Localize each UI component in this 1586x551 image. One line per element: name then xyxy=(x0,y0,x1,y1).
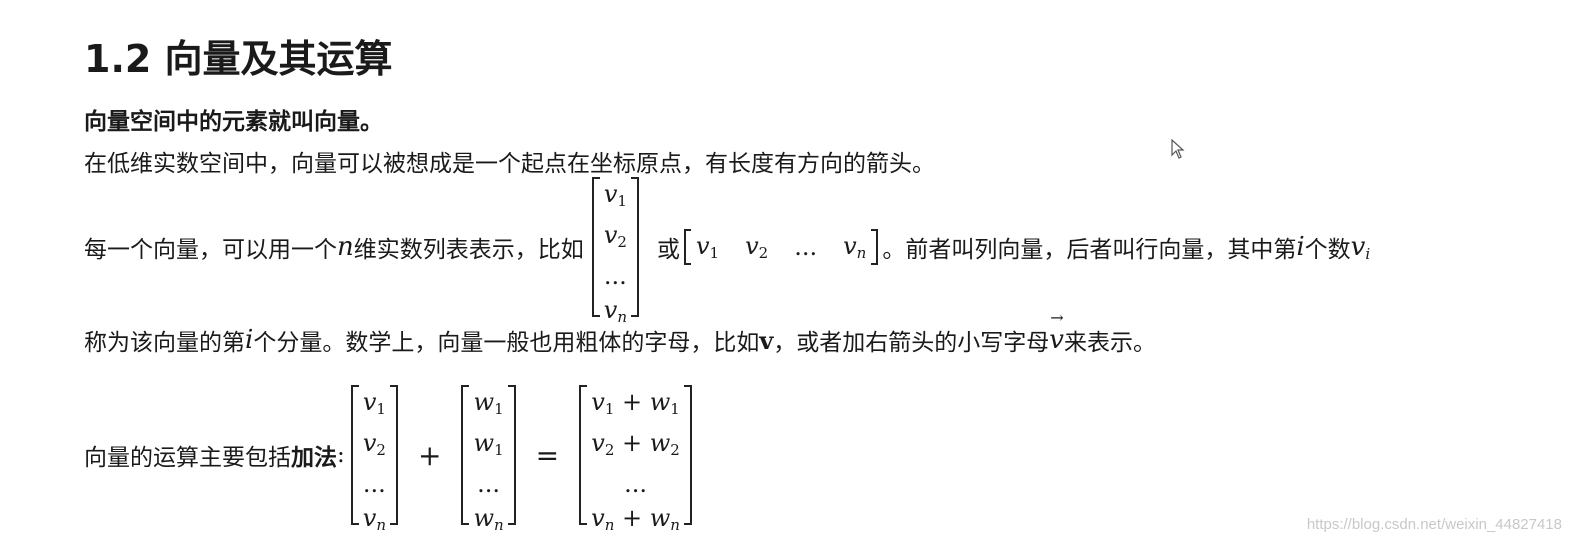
row-vector-entry: v2 xyxy=(745,232,769,262)
n-symbol: n xyxy=(337,232,354,262)
vector-entry: vn xyxy=(362,504,386,534)
representation-line: 每一个向量，可以用一个 n 维实数列表表示，比如 v1 v2 ... vn 或 … xyxy=(84,176,1371,326)
vector-entry: v2 + w2 xyxy=(591,429,680,459)
vector-entry: w1 xyxy=(473,429,504,459)
arrow-v-symbol: v xyxy=(1049,308,1064,355)
intuition-text: 在低维实数空间中，向量可以被想成是一个起点在坐标原点，有长度有方向的箭头。 xyxy=(84,151,935,177)
comp-mid: 个分量。数学上，向量一般也用粗体的字母，比如 xyxy=(253,330,760,356)
addition-label: 向量的运算主要包括 xyxy=(84,445,291,471)
column-vector: v1 v2 ... vn xyxy=(591,177,639,326)
equals-operator: = xyxy=(535,438,560,472)
or-text: 或 xyxy=(656,237,680,263)
row-vector-entry: v1 xyxy=(695,232,720,262)
vector-sum: v1 + w1 v2 + w2 ... vn + wn xyxy=(579,385,692,534)
rep-mid: 维实数列表表示，比如 xyxy=(353,237,584,263)
row-vector-entry: vn xyxy=(843,232,867,262)
i-symbol-2: i xyxy=(245,325,254,355)
vector-entry: v2 xyxy=(362,429,386,459)
rep-suffix: 。前者叫列向量，后者叫行向量，其中第 xyxy=(882,237,1297,263)
vector-entry: ... xyxy=(362,470,386,498)
bold-v-symbol: v xyxy=(759,325,774,355)
vector-entry: vn + wn xyxy=(591,504,680,534)
row-vector-entry: ... xyxy=(794,233,818,261)
plus-operator: + xyxy=(417,438,442,472)
comp-suffix: 来表示。 xyxy=(1063,330,1156,356)
vector-entry: ... xyxy=(624,470,647,498)
definition-text: 向量空间中的元素就叫向量。 xyxy=(84,108,383,135)
column-vector-entry: ... xyxy=(603,262,627,290)
column-vector-entry: vn xyxy=(603,296,627,326)
i-symbol: i xyxy=(1296,232,1305,262)
vector-w: w1 w1 ... wn xyxy=(461,385,516,534)
vector-entry: v1 xyxy=(362,388,386,418)
vi-letter: v xyxy=(1350,231,1366,262)
vector-entry: v1 + w1 xyxy=(591,388,680,418)
addition-line: 向量的运算主要包括 加法 : v1 v2 ... vn + w1 w1 ... … xyxy=(84,384,700,534)
vector-entry: wn xyxy=(473,504,504,534)
vector-entry: w1 xyxy=(473,388,504,418)
addition-colon: : xyxy=(337,442,345,468)
comp-prefix: 称为该向量的第 xyxy=(84,330,245,356)
vi-symbol: vi xyxy=(1350,231,1371,263)
mouse-cursor-icon xyxy=(1171,138,1185,164)
comp-mid2: ，或者加右箭头的小写字母 xyxy=(773,330,1050,356)
section-heading: 1.2 向量及其运算 xyxy=(84,37,393,81)
component-line: 称为该向量的第 i 个分量。数学上，向量一般也用粗体的字母，比如 v ，或者加右… xyxy=(84,308,1156,358)
addition-label-bold: 加法 xyxy=(291,444,337,471)
watermark: https://blog.csdn.net/weixin_44827418 xyxy=(1306,516,1562,533)
vector-entry: ... xyxy=(477,470,500,498)
column-vector-entry: v2 xyxy=(603,221,627,251)
rep-prefix: 每一个向量，可以用一个 xyxy=(84,237,337,263)
column-vector-entry: v1 xyxy=(603,180,627,210)
vector-v: v1 v2 ... vn xyxy=(350,385,398,534)
row-vector: v1 v2 ... vn xyxy=(683,229,879,265)
rep-suffix2: 个数 xyxy=(1304,237,1351,263)
